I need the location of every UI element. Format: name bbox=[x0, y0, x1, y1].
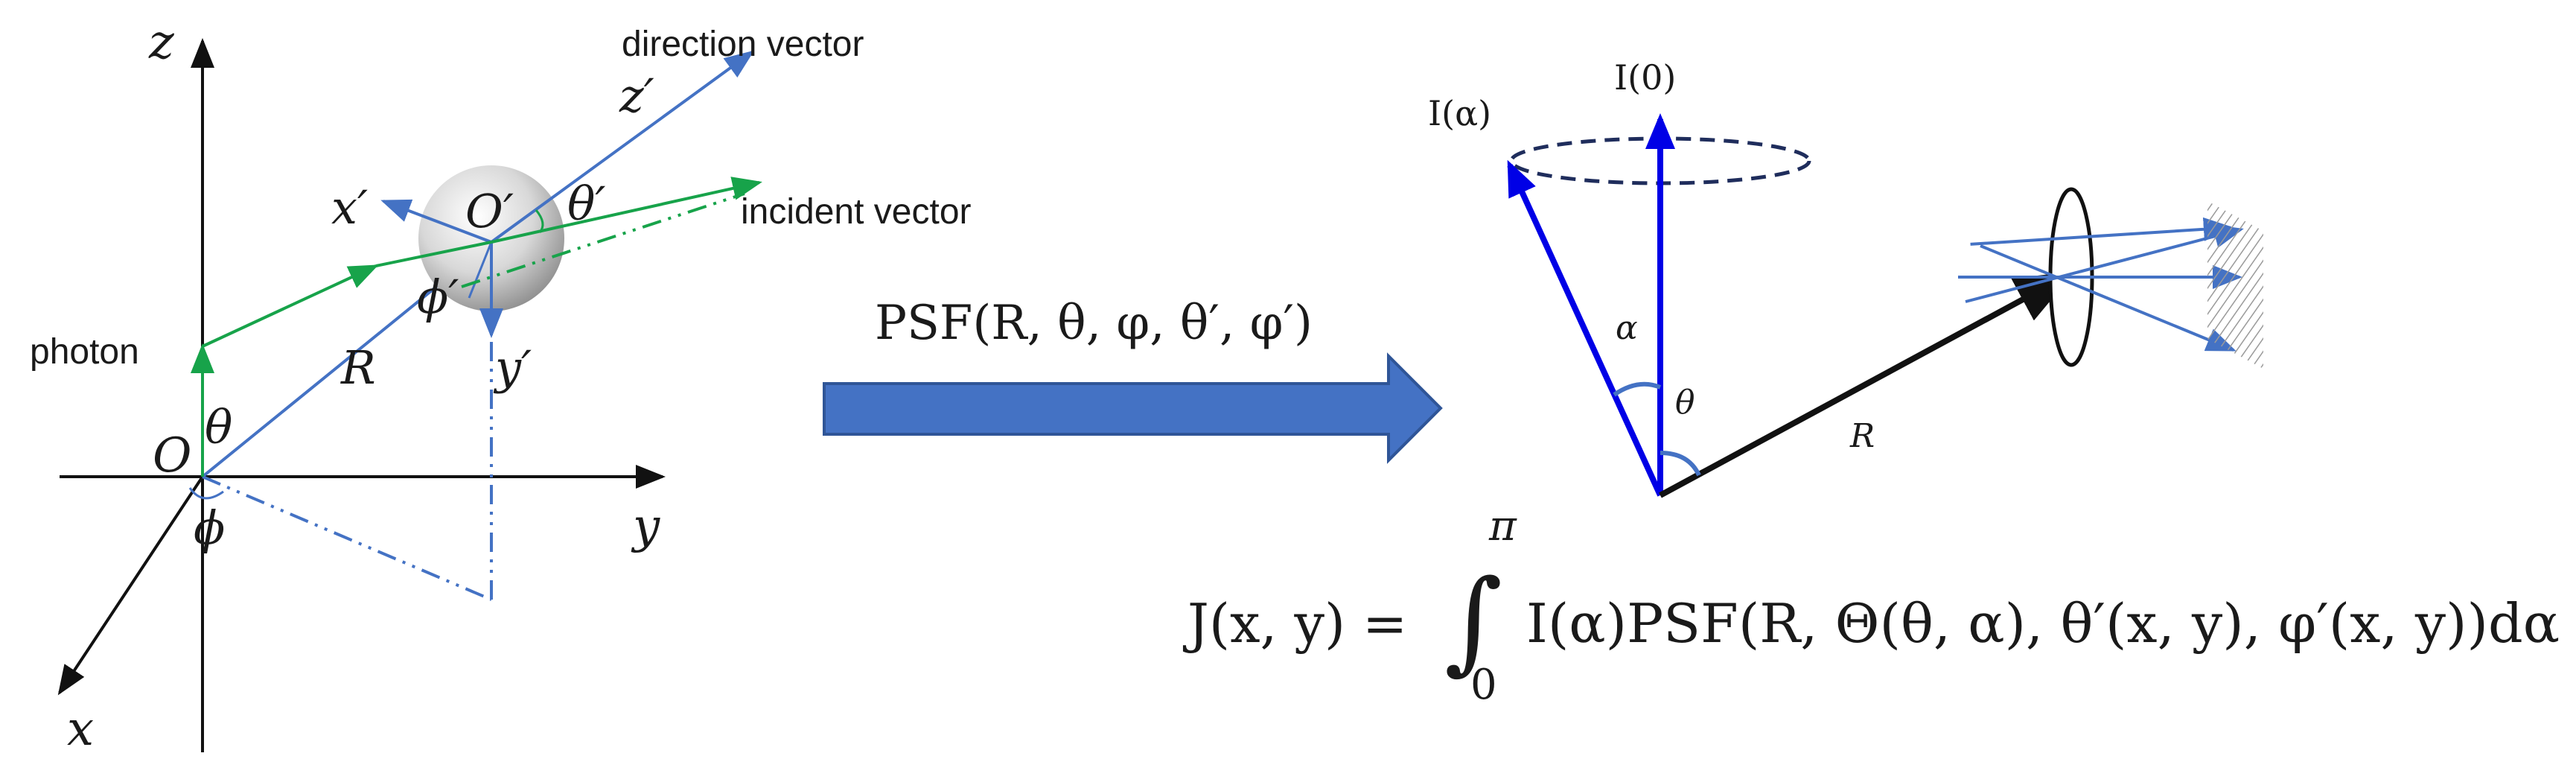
intensity-zero-label: I(0) bbox=[1614, 57, 1676, 98]
theta-label: θ bbox=[205, 400, 232, 454]
radius-label: R bbox=[340, 340, 376, 395]
intensity-alpha-vector bbox=[1507, 159, 1663, 497]
photon-path-slant-1 bbox=[202, 264, 379, 348]
alpha-arc bbox=[1613, 381, 1662, 397]
formula-lhs: J(x, y) = bbox=[1182, 592, 1407, 655]
direction-vector-label: direction vector bbox=[622, 25, 864, 64]
alpha-label: α bbox=[1616, 309, 1638, 347]
theta-arc bbox=[1660, 451, 1701, 477]
local-x-axis bbox=[380, 199, 492, 244]
phi-arc bbox=[188, 487, 224, 500]
formula-lower-limit: 0 bbox=[1470, 661, 1497, 709]
local-phi-guide bbox=[468, 241, 493, 299]
formula: J(x, y) = ∫ π 0 I(α)PSF(R, Θ(θ, α), θ′(x… bbox=[1182, 502, 2560, 709]
sphere-particle-icon bbox=[418, 165, 564, 311]
right-intensity-diagram: I(0) I(α) α θ R bbox=[1428, 57, 2263, 498]
intensity-alpha-label: I(α) bbox=[1428, 93, 1491, 133]
origin-label: O bbox=[153, 428, 191, 483]
incident-vector-arrow bbox=[491, 177, 762, 244]
local-origin-label: O′ bbox=[465, 184, 514, 238]
projection-line-ground bbox=[202, 475, 492, 601]
formula-upper-limit: π bbox=[1488, 502, 1517, 550]
phi-label: ϕ bbox=[194, 501, 225, 555]
psf-label: PSF(R, θ, φ, θ′, φ′) bbox=[875, 296, 1313, 351]
local-z-label: z′ bbox=[619, 69, 654, 123]
x-axis bbox=[57, 475, 204, 696]
local-theta-label: θ′ bbox=[567, 177, 605, 231]
transform-arrow-group: PSF(R, θ, φ, θ′, φ′) bbox=[823, 296, 1443, 464]
local-phi-label: ϕ′ bbox=[417, 270, 459, 324]
radius-to-lens-vector bbox=[1659, 271, 2076, 498]
y-axis-label: y bbox=[631, 499, 660, 554]
incident-vector-label: incident vector bbox=[741, 192, 972, 232]
photon-label: photon bbox=[30, 332, 139, 372]
local-z-axis bbox=[490, 50, 755, 244]
ray-1 bbox=[1970, 217, 2234, 246]
left-coordinate-diagram: z y x O θ ϕ R photon direction vector in… bbox=[30, 15, 972, 757]
big-right-arrow-icon bbox=[823, 352, 1443, 464]
x-axis-label: x bbox=[67, 702, 94, 757]
detector-screen-icon bbox=[2207, 201, 2263, 369]
theta-prime-arc bbox=[535, 209, 544, 233]
formula-integrand: I(α)PSF(R, Θ(θ, α), θ′(x, y), φ′(x, y))d… bbox=[1526, 592, 2560, 655]
local-y-label: y′ bbox=[493, 340, 532, 395]
local-x-label: x′ bbox=[331, 180, 368, 235]
radius-label-right: R bbox=[1849, 417, 1875, 455]
integral-sign: ∫ bbox=[1444, 556, 1502, 686]
ray-3 bbox=[1980, 244, 2237, 352]
theta-label-right: θ bbox=[1675, 384, 1695, 422]
photon-path-slant-2 bbox=[375, 241, 492, 267]
incident-extension bbox=[461, 192, 745, 288]
ray-4 bbox=[1965, 224, 2244, 303]
z-axis-label: z bbox=[148, 15, 175, 70]
